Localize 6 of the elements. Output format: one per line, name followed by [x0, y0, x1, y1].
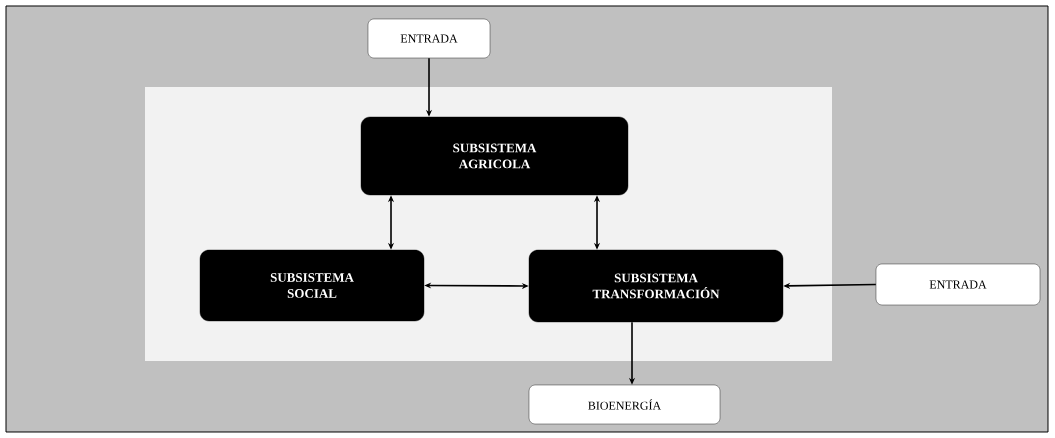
io-box: BIOENERGÍA [528, 384, 721, 425]
io-box: ENTRADA [367, 18, 491, 59]
subsystem-box: SUBSISTEMA TRANSFORMACIÓN [528, 249, 784, 323]
subsystem-box: SUBSISTEMA SOCIAL [199, 249, 425, 322]
io-box: ENTRADA [875, 263, 1041, 306]
subsystem-box: SUBSISTEMA AGRICOLA [360, 116, 629, 196]
